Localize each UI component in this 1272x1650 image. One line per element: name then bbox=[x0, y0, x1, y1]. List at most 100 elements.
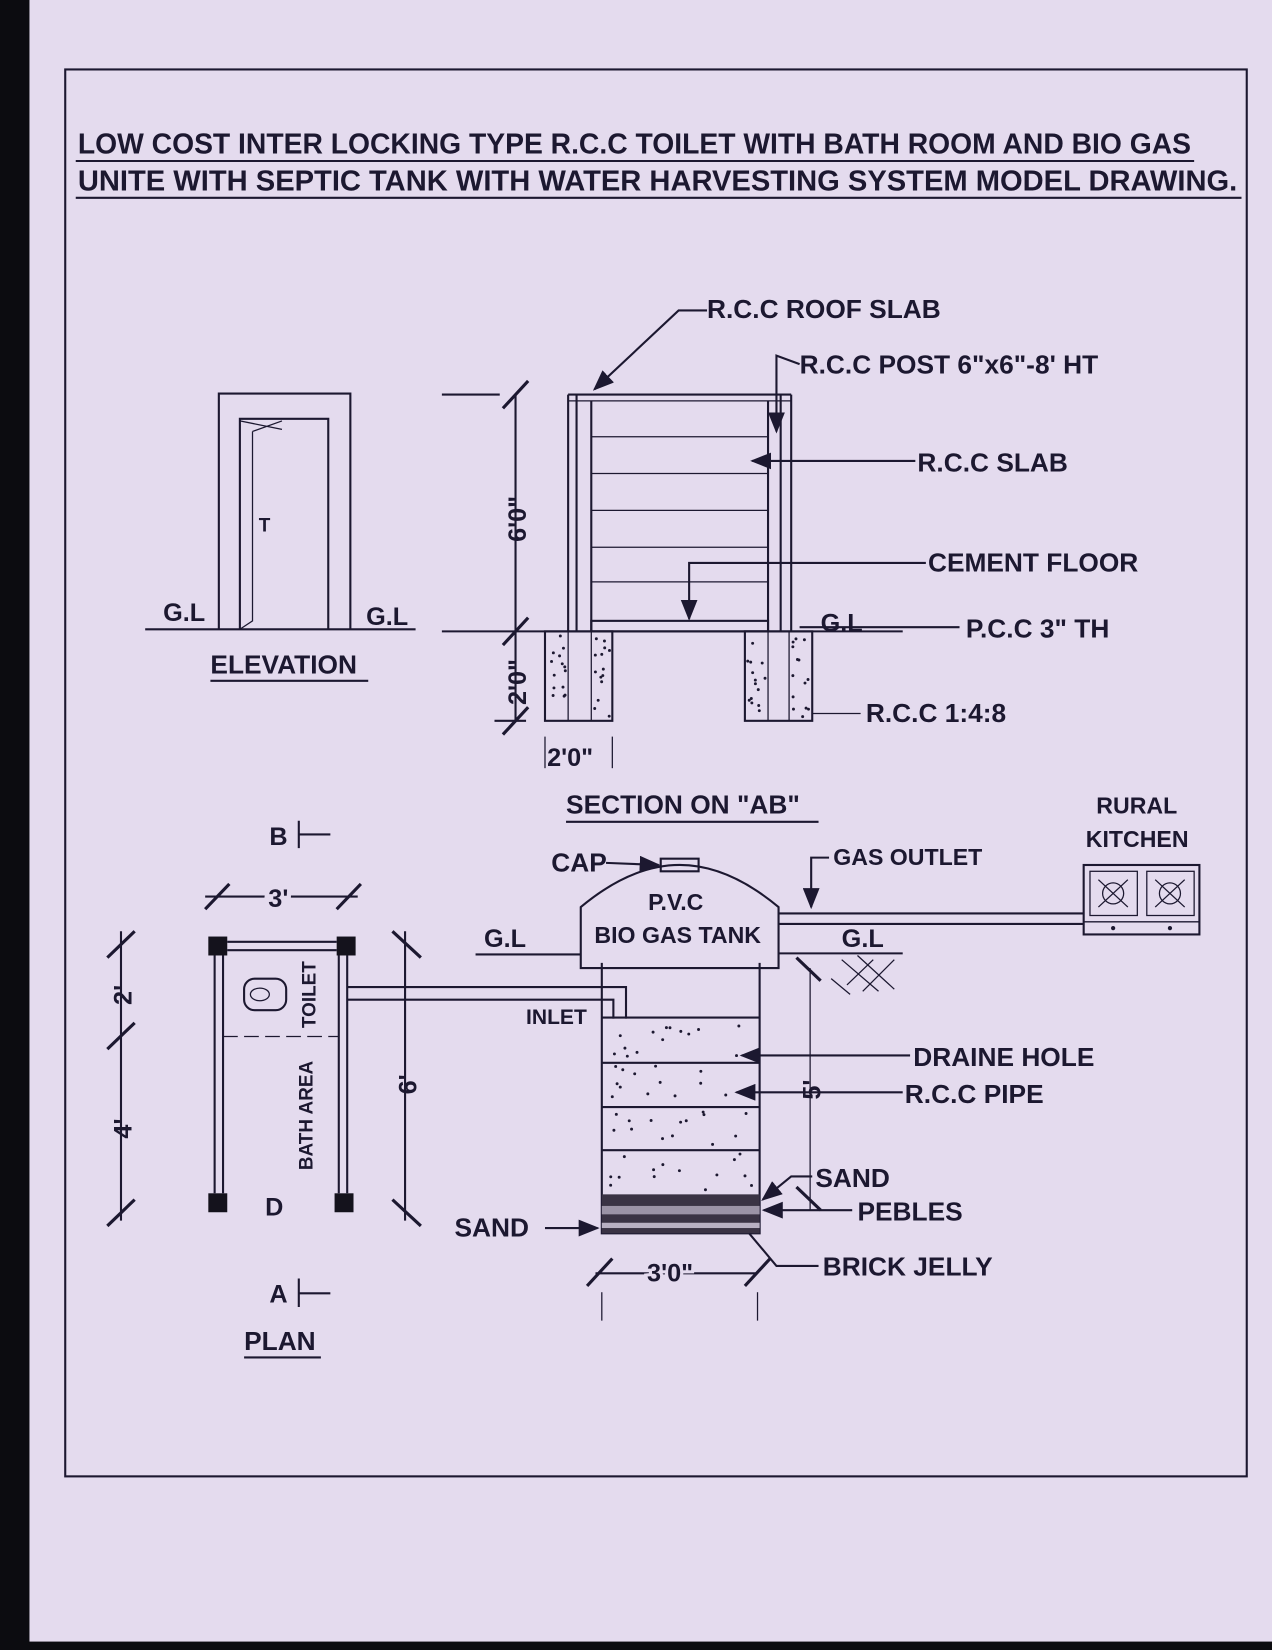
fill-dot bbox=[594, 637, 598, 641]
dim-depth-label: 5' bbox=[799, 1080, 827, 1100]
label-brick-jelly: BRICK JELLY bbox=[823, 1251, 993, 1281]
dim-footing-depth-label: 2'0" bbox=[504, 659, 532, 705]
drawing-border bbox=[64, 68, 1248, 1478]
fill-dot bbox=[551, 651, 555, 655]
fill-dot bbox=[552, 686, 556, 690]
fill-dot bbox=[791, 645, 795, 649]
dim-height-label: 6'0" bbox=[504, 496, 532, 542]
fill-dot bbox=[697, 1027, 701, 1031]
fill-dot bbox=[652, 1168, 656, 1172]
title-block: LOW COST INTER LOCKING TYPE R.C.C TOILET… bbox=[75, 129, 1242, 199]
section-mark-b: B bbox=[269, 823, 287, 851]
fill-dot bbox=[737, 1024, 741, 1028]
cement-floor bbox=[590, 619, 770, 633]
fill-dot bbox=[747, 698, 751, 702]
fill-dot bbox=[807, 707, 810, 711]
section-mark-a: A bbox=[269, 1281, 287, 1309]
tank-cap bbox=[659, 857, 700, 873]
title-line-2: UNITE WITH SEPTIC TANK WITH WATER HARVES… bbox=[78, 165, 1237, 197]
fill-dot bbox=[753, 682, 757, 686]
fill-dot bbox=[760, 661, 764, 665]
elevation-caption: ELEVATION bbox=[210, 649, 357, 679]
fill-dot bbox=[615, 1082, 619, 1086]
fill-dot bbox=[806, 678, 810, 681]
scan-edge-bottom bbox=[0, 1641, 1272, 1650]
dim-total-label: 6' bbox=[395, 1074, 423, 1094]
fill-dot bbox=[699, 1069, 703, 1073]
tank-label: BIO GAS TANK bbox=[594, 922, 761, 948]
fill-dot bbox=[804, 706, 808, 710]
fill-dot bbox=[711, 1142, 715, 1146]
fill-dot bbox=[673, 1094, 677, 1098]
fill-dot bbox=[618, 1085, 622, 1089]
fill-dot bbox=[560, 662, 564, 666]
fill-dot bbox=[661, 1163, 665, 1167]
dim-footing-width-label: 2'0" bbox=[547, 744, 593, 772]
biogas-tank bbox=[579, 863, 780, 970]
fill-dot bbox=[614, 1064, 618, 1068]
label-cap: CAP bbox=[551, 847, 607, 877]
fill-dot bbox=[687, 1032, 691, 1036]
fill-dot bbox=[651, 1030, 655, 1034]
dim-bath-label: 4' bbox=[110, 1119, 138, 1139]
fill-dot bbox=[757, 709, 761, 713]
fill-dot bbox=[614, 1112, 618, 1116]
elevation-view: T G.L G.L ELEVATION bbox=[145, 392, 416, 682]
scan-edge-left bbox=[0, 0, 30, 1650]
fill-dot bbox=[702, 1113, 706, 1117]
door-mark: T bbox=[259, 515, 271, 536]
fill-dot bbox=[750, 701, 754, 705]
fill-dot bbox=[751, 641, 755, 645]
fill-dot bbox=[791, 674, 795, 678]
fill-dot bbox=[699, 1081, 703, 1085]
fill-dot bbox=[661, 1137, 664, 1141]
fill-dot bbox=[802, 638, 806, 642]
fill-dot bbox=[600, 652, 604, 656]
footing-left bbox=[543, 630, 614, 722]
fill-dot bbox=[734, 1134, 738, 1138]
section-caption: SECTION ON "AB" bbox=[566, 789, 800, 819]
fill-dot bbox=[732, 1158, 736, 1162]
fill-dot bbox=[735, 1054, 738, 1058]
dim-width-label: 3'0" bbox=[647, 1260, 693, 1288]
bath-area-label: BATH AREA bbox=[296, 1060, 317, 1170]
fill-dot bbox=[670, 1134, 674, 1138]
fill-dot bbox=[558, 634, 562, 638]
fill-dot bbox=[749, 696, 753, 700]
fill-dot bbox=[602, 639, 606, 643]
fill-dot bbox=[803, 681, 807, 685]
fill-dot bbox=[743, 1174, 747, 1178]
fill-dot bbox=[791, 640, 795, 644]
label-drain-hole: DRAINE HOLE bbox=[913, 1042, 1094, 1072]
fill-dot bbox=[623, 1046, 627, 1050]
title-line-1: LOW COST INTER LOCKING TYPE R.C.C TOILET… bbox=[78, 129, 1191, 161]
door-leaf bbox=[239, 420, 283, 630]
fill-dot bbox=[612, 1128, 616, 1132]
squat-pan-icon bbox=[243, 977, 288, 1012]
fill-dot bbox=[746, 659, 750, 663]
fill-dot bbox=[552, 673, 556, 677]
dim-toilet-label: 2' bbox=[110, 985, 138, 1005]
fill-dot bbox=[658, 1080, 662, 1084]
label-rcc-slab: R.C.C SLAB bbox=[917, 447, 1067, 477]
fill-dot bbox=[562, 694, 566, 698]
gl-label: G.L bbox=[163, 599, 205, 627]
dim-width-label: 3' bbox=[268, 885, 288, 913]
fill-dot bbox=[601, 667, 605, 671]
kitchen-label: RURAL bbox=[1096, 792, 1177, 818]
fill-dot bbox=[561, 685, 565, 689]
fill-dot bbox=[603, 646, 607, 650]
toilet-label: TOILET bbox=[300, 961, 321, 1028]
fill-dot bbox=[618, 1034, 622, 1038]
fill-dot bbox=[561, 646, 565, 650]
fill-dot bbox=[607, 714, 611, 718]
fill-dot bbox=[679, 1029, 683, 1033]
fill-dot bbox=[610, 1095, 614, 1099]
label-inlet: INLET bbox=[526, 1006, 587, 1029]
fill-dot bbox=[601, 674, 605, 678]
fill-dot bbox=[630, 1127, 634, 1131]
fill-dot bbox=[609, 1175, 613, 1179]
fill-dot bbox=[563, 669, 567, 673]
plan-view: B 3' TOILET BATH AREA D 2' 4' 6' A PLAN bbox=[106, 820, 628, 1359]
